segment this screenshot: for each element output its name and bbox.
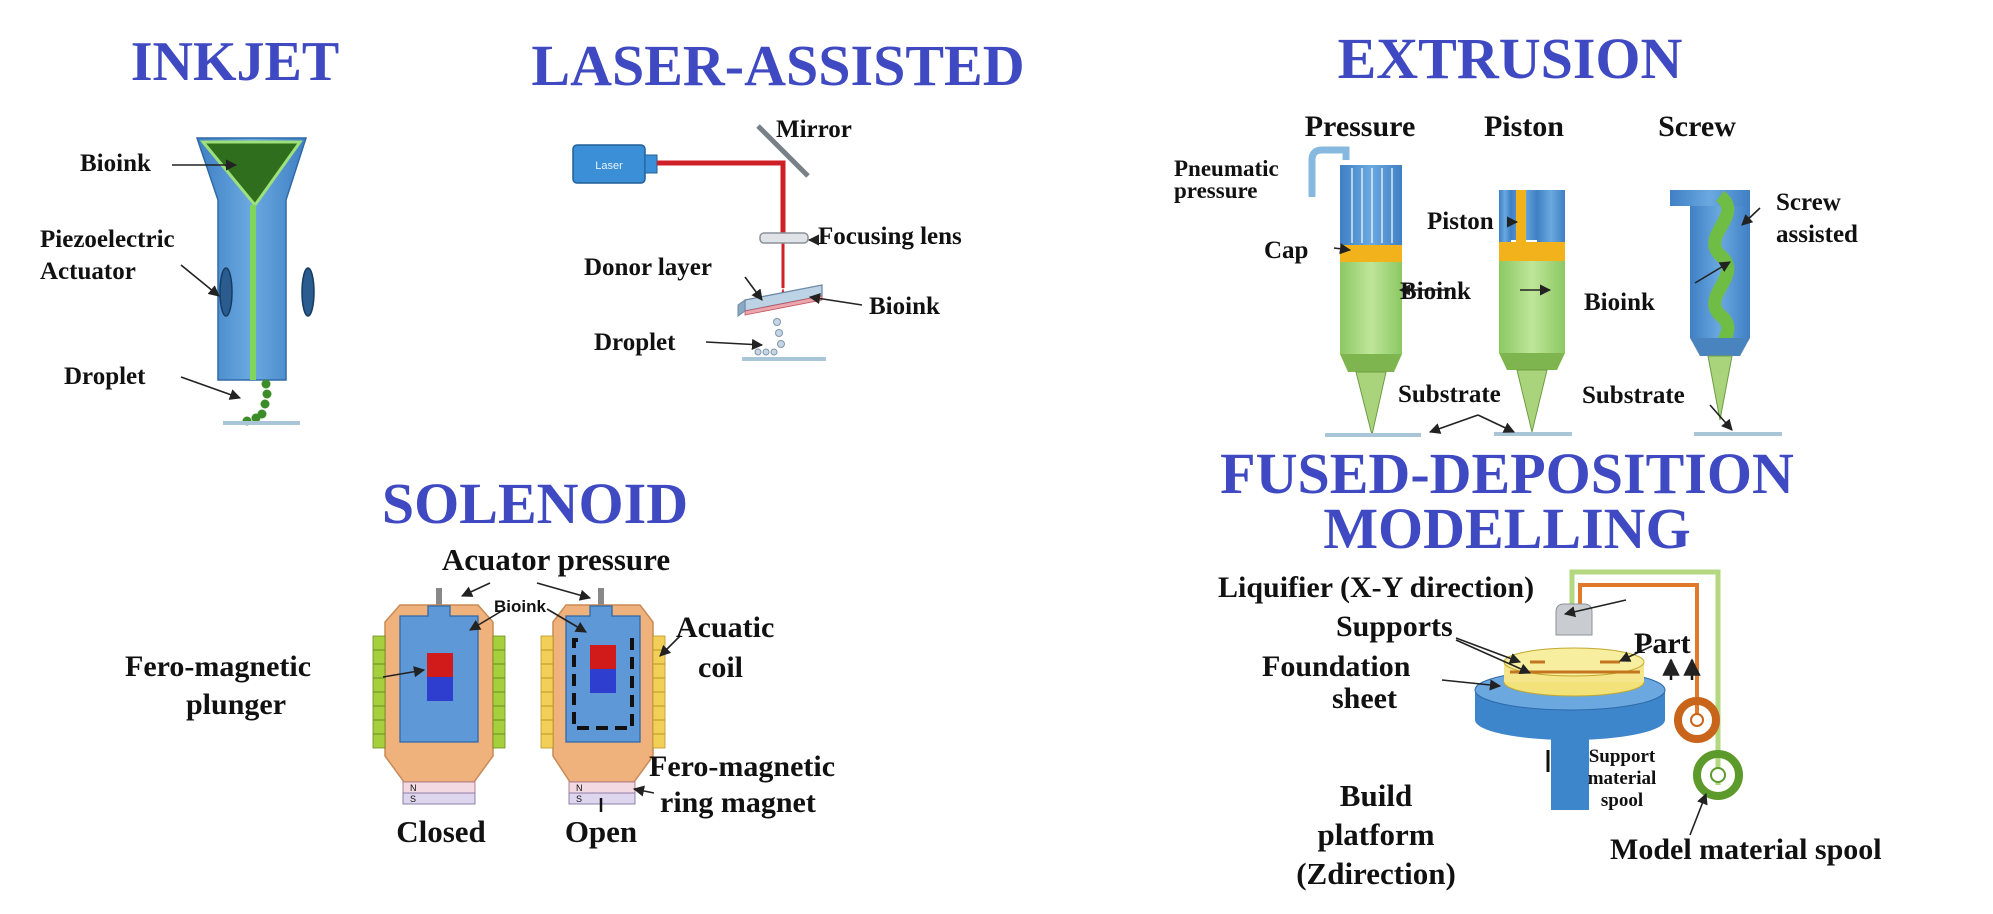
- extrusion-label-substrate-1: Substrate: [1398, 381, 1501, 408]
- extrusion-label-bioink-screw: Bioink: [1584, 289, 1655, 316]
- plunger-south-open: [590, 669, 616, 693]
- support-material-spool: [1674, 697, 1720, 743]
- solenoid-diagram: Acuator pressure N S: [125, 542, 835, 849]
- solenoid-valve-open: N S: [540, 588, 666, 812]
- fdm-label-support-spool-3: spool: [1601, 790, 1643, 811]
- title-fdm-line2: MODELLING: [1323, 496, 1690, 561]
- title-solenoid: SOLENOID: [382, 471, 688, 536]
- solenoid-label-open: Open: [565, 814, 637, 849]
- fdm-label-build-1: Build: [1340, 778, 1412, 813]
- laser-label-focusing-lens: Focusing lens: [818, 223, 962, 250]
- laser-mirror: [756, 124, 810, 178]
- extrusion-label-screw-assisted-2: assisted: [1776, 221, 1858, 248]
- fdm-label-model-spool: Model material spool: [1610, 833, 1882, 866]
- fdm-label-support-spool-2: material: [1588, 768, 1657, 789]
- inkjet-label-bioink: Bioink: [80, 150, 151, 177]
- fdm-label-foundation-2: sheet: [1332, 682, 1397, 715]
- pressure-syringe: [1308, 146, 1402, 436]
- inkjet-substrate: [223, 421, 300, 425]
- title-fdm-line1: FUSED-DEPOSITION: [1220, 441, 1794, 506]
- fdm-label-liquifier: Liquifier (X-Y direction): [1218, 571, 1534, 604]
- plunger-north-closed: [427, 653, 453, 677]
- laser-label-droplet: Droplet: [594, 329, 676, 356]
- laser-label-donor-layer: Donor layer: [584, 254, 712, 281]
- inkjet-label-droplet: Droplet: [64, 363, 146, 390]
- closed-pole-s: S: [410, 794, 416, 804]
- laser-substrate: [742, 357, 826, 361]
- title-laser-assisted: LASER-ASSISTED: [531, 33, 1024, 98]
- open-pole-s: S: [576, 794, 582, 804]
- extrusion-label-substrate-2: Substrate: [1582, 382, 1685, 409]
- fdm-diagram: Liquifier (X-Y direction) Supports Part …: [1218, 569, 1882, 891]
- extrusion-heading-piston: Piston: [1484, 110, 1564, 143]
- solenoid-label-bioink: Bioink: [494, 597, 546, 616]
- plunger-north-open: [590, 645, 616, 669]
- fdm-label-build-3: (Zdirection): [1296, 856, 1456, 891]
- piezo-actuator-left: [219, 267, 233, 317]
- title-inkjet: INKJET: [131, 31, 340, 93]
- inkjet-label-piezo-2: Actuator: [40, 258, 136, 285]
- screw-syringe: [1670, 190, 1750, 421]
- inkjet-droplets: [242, 379, 272, 426]
- extrusion-heading-screw: Screw: [1658, 110, 1736, 143]
- extrusion-label-cap: Cap: [1264, 237, 1308, 264]
- laser-diagram: Laser Mirror Focusing lens Donor layer B…: [572, 116, 962, 361]
- solenoid-label-ring-2: ring magnet: [660, 786, 816, 819]
- closed-pole-n: N: [410, 783, 417, 793]
- solenoid-label-coil-1: Acuatic: [676, 611, 774, 644]
- solenoid-label-actuator-pressure: Acuator pressure: [442, 542, 670, 577]
- fdm-label-supports: Supports: [1336, 610, 1453, 643]
- inkjet-label-piezo-1: Piezoelectric: [40, 226, 175, 253]
- piston-syringe: [1499, 190, 1565, 433]
- laser-label-mirror: Mirror: [776, 116, 852, 143]
- solenoid-label-plunger-1: Fero-magnetic: [125, 650, 311, 683]
- extrusion-heading-pressure: Pressure: [1305, 110, 1416, 143]
- title-extrusion: EXTRUSION: [1338, 26, 1683, 91]
- solenoid-label-coil-2: coil: [698, 651, 743, 684]
- fdm-label-part: Part: [1634, 627, 1691, 660]
- piezo-actuator-right: [301, 267, 315, 317]
- laser-label-bioink: Bioink: [869, 293, 940, 320]
- laser-box-label: Laser: [595, 160, 623, 172]
- extrusion-label-piston: Piston: [1427, 208, 1494, 235]
- fdm-label-support-spool-1: Support: [1589, 746, 1656, 767]
- extrusion-diagram: Pressure Piston Screw: [1174, 110, 1858, 437]
- solenoid-label-plunger-2: plunger: [186, 688, 286, 721]
- solenoid-label-ring-1: Fero-magnetic: [649, 750, 835, 783]
- solenoid-label-closed: Closed: [396, 814, 486, 849]
- solenoid-valve-closed: N S: [372, 588, 506, 805]
- fdm-label-build-2: platform: [1317, 817, 1434, 852]
- focusing-lens: [759, 232, 809, 244]
- model-material-spool: [1693, 750, 1743, 800]
- extrusion-label-bioink-pressure: Bioink: [1400, 278, 1471, 305]
- plunger-south-closed: [427, 677, 453, 701]
- inkjet-diagram: Bioink Piezoelectric Actuator Droplet: [40, 137, 315, 426]
- fdm-label-foundation-1: Foundation: [1262, 650, 1411, 683]
- extrusion-label-screw-assisted-1: Screw: [1776, 189, 1841, 216]
- extrusion-label-pneumatic-1: Pneumatic: [1174, 156, 1279, 181]
- open-pole-n: N: [576, 783, 583, 793]
- extrusion-label-pneumatic-2: pressure: [1174, 178, 1258, 203]
